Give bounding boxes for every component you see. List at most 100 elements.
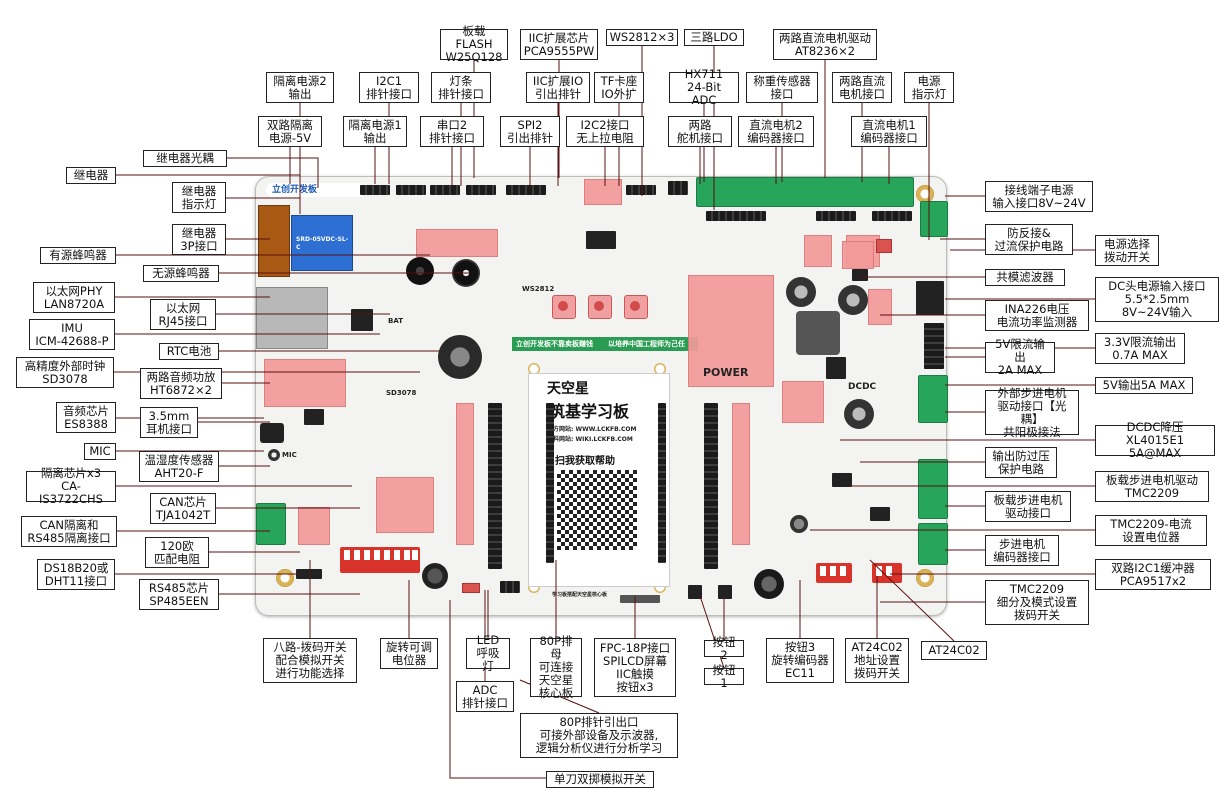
label-relay-led: 继电器 指示灯 [172,182,226,213]
motor-terminal-row[interactable] [696,177,914,207]
label-i2c2-nopull: I2C2接口 无上拉电阻 [566,116,644,147]
label-out33: 3.3V限流输出 0.7A MAX [1095,333,1185,364]
fpc-18p-connector[interactable] [620,595,660,603]
label-can-rs485-iso: CAN隔离和 RS485隔离接口 [21,516,117,547]
label-audio-chip: 音频芯片 ES8388 [56,402,116,433]
hx711-header[interactable] [706,211,766,221]
label-reverse-protect: 防反接& 过流保护电路 [985,224,1073,255]
ds18b20-header[interactable] [296,569,322,579]
label-p80-socket: 80P排母 可连接 天空星 核心板 [530,635,582,700]
label-temp-hum: 温湿度传感器 AHT20-F [139,451,219,482]
stepper-terminal[interactable] [918,459,948,519]
key2[interactable] [718,585,732,599]
label-dc-motor-driver: 两路直流电机驱动 AT8236×2 [773,29,877,60]
core-socket-left[interactable] [546,403,554,563]
qr-code [557,470,637,550]
header-tf-io[interactable] [626,185,656,195]
sd3078-label: SD3078 [386,389,417,397]
label-terminal-power: 接线端子电源 输入接口8V~24V [985,181,1093,212]
scan-text: 扫我获取帮助 [555,456,615,467]
mount-hole [654,363,666,375]
key1[interactable] [688,585,702,599]
label-stepper-drv: 板载步进电机驱动 TMC2209 [1095,471,1209,502]
label-i2c1-hdr: I2C1 排针接口 [359,72,419,103]
label-dc-motor2-enc: 直流电机2 编码器接口 [738,116,814,147]
label-iso2-out: 隔离电源2 输出 [266,72,334,103]
i2c2-connector[interactable] [584,179,622,205]
label-r120: 120欧 匹配电阻 [145,537,209,568]
label-eth-phy: 以太网PHY LAN8720A [33,282,115,313]
label-key2: 按钮2 [704,635,744,661]
label-dc-jack: DC头电源输入接口 5.5*2.5mm 8V~24V输入 [1095,277,1219,322]
led-breath [462,583,480,593]
header-80p-left[interactable] [488,403,502,569]
ina226-area [868,289,892,325]
rotary-potentiometer[interactable] [422,563,448,589]
dc-motor1-encoder[interactable] [872,211,912,221]
label-dc-motor-if: 两路直流 电机接口 [832,72,892,103]
label-relay: 继电器 [66,167,116,184]
ec11-encoder[interactable] [754,569,784,599]
xl4015-chip [826,357,846,379]
label-relay-opto: 继电器光耦 [143,150,227,167]
header-i2c1[interactable] [396,185,426,195]
label-light-strip: 灯条 排针接口 [431,72,491,103]
label-fpc18: FPC-18P接口 SPILCD屏幕 IIC触摸 按钮x3 [594,638,676,697]
label-stepper-if: 板载步进电机 驱动接口 [985,491,1071,522]
label-audio-amp: 两路音频功放 HT6872×2 [140,368,222,399]
board-subtitle: 筑基学习板 [549,402,630,421]
label-relay-3p: 继电器 3P接口 [172,224,226,255]
pca9555-chip [586,231,616,249]
board-title: 天空星 [547,381,589,397]
power-ldo-area: POWER [688,275,774,387]
header-iso1[interactable] [430,185,460,195]
ext-stepper-terminal[interactable] [918,375,948,423]
header-spi2[interactable] [506,185,546,195]
label-eth-rj45: 以太网 RJ45接口 [150,299,216,330]
label-iso1-out: 隔离电源1 输出 [343,116,407,147]
ws2812-pads [416,229,498,257]
tmc-current-pot[interactable] [790,515,808,533]
label-dc-motor1-enc: 直流电机1 编码器接口 [851,116,927,147]
fpc-note: 学习板搭配天空星核心板 [552,592,608,598]
can-rs485-terminal[interactable] [256,503,286,545]
dcdc-text: DCDC [848,382,877,392]
audio-amp-area [264,359,346,407]
terminal-power-input[interactable] [920,201,948,237]
cap-1 [786,277,816,307]
label-dcdc: DCDC降压 XL4015E1 5A@MAX [1095,421,1215,460]
header-uart2[interactable] [466,185,496,195]
label-active-buzzer: 有源蜂鸣器 [40,247,116,264]
at24-addr-dip[interactable] [816,563,852,583]
label-adc-hdr: ADC 排针接口 [456,681,514,712]
tmc-microstep-dip[interactable] [872,563,902,583]
leader-line [869,559,955,642]
header-iso2[interactable] [360,185,390,195]
leader-line [449,600,546,779]
dc-jack[interactable] [916,281,944,315]
label-led-breath: LED 呼吸灯 [466,634,510,673]
label-uart2-hdr: 串口2 排针接口 [420,116,484,147]
label-can-chip: CAN芯片 TJA1042T [150,493,216,524]
header-servo[interactable] [668,181,688,195]
power-out-header[interactable] [924,323,944,369]
label-ovp: 输出防过压 保护电路 [985,447,1057,478]
ws2812-led-3 [624,295,648,319]
label-at24-addr: AT24C02 地址设置 拨码开关 [845,638,909,683]
relay-3p-terminal[interactable] [258,205,290,277]
header-80p-right[interactable] [704,403,718,569]
active-buzzer [406,257,434,285]
dc-motor2-encoder[interactable] [816,211,856,221]
adc-header[interactable] [500,581,520,593]
audio-jack[interactable] [260,423,284,443]
power-text: POWER [703,366,749,379]
rtc-battery [438,335,482,379]
label-rot-pot: 旋转可调 电位器 [380,638,438,669]
pcb-board: 立创开发板 SRD-05VDC-SL-C BAT SD3078 MIC [255,176,948,616]
label-ws2812x3: WS2812×3 [606,29,678,46]
dip-switch-8[interactable] [340,547,420,573]
slogan-strip: 立创开发板不靠卖板赚钱 以培养中国工程师为己任 [512,337,698,351]
cap-3 [844,399,874,429]
label-dip8: 八路-拨码开关 配合模拟开关 进行功能选择 [263,638,357,683]
core-socket-right[interactable] [658,403,666,563]
